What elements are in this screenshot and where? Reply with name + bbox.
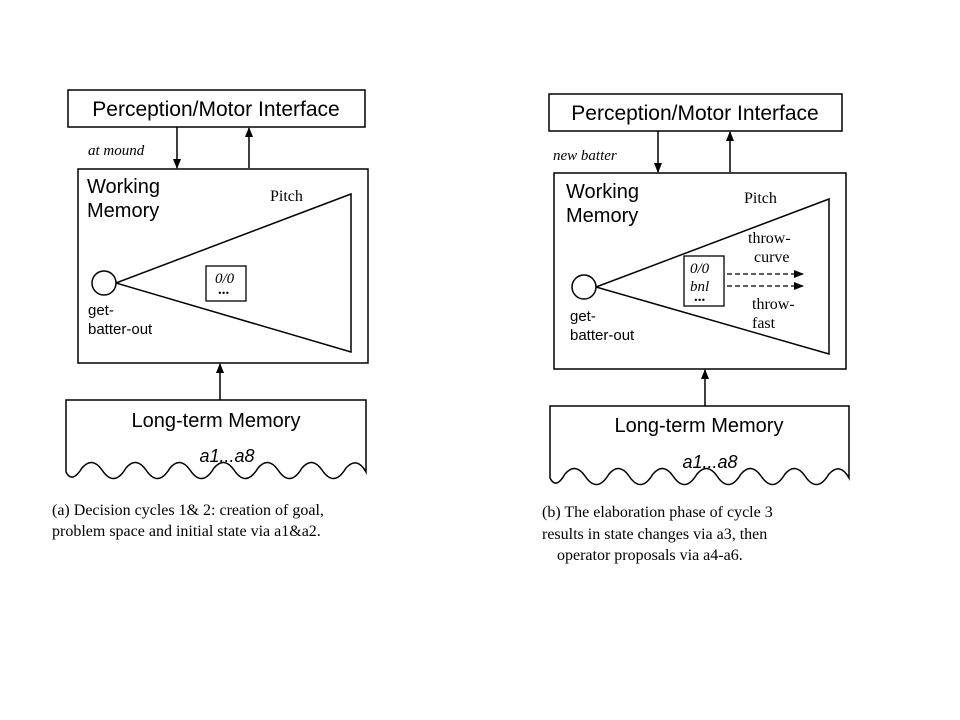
state-box-a: [205, 265, 247, 302]
input-label-b: new batter: [553, 148, 617, 164]
problem-space-triangle-b: [593, 197, 830, 355]
caption-line2-b: results in state changes via a3, then: [542, 526, 767, 543]
wm-label-line2-b: Memory: [566, 205, 638, 227]
operator-curve-line1: throw-: [748, 230, 791, 247]
wm-label-line1-a: Working: [87, 176, 160, 198]
goal-label-line2-a: batter-out: [88, 321, 153, 338]
ltm-label-a: Long-term Memory: [132, 410, 301, 432]
panel-b: Perception/Motor Interface new batter Wo…: [542, 93, 850, 564]
long-term-memory-shape-b: [549, 405, 850, 486]
goal-label-line1-b: get-: [570, 308, 596, 325]
ltm-label-b: Long-term Memory: [615, 415, 784, 437]
caption-line2-a: problem space and initial state via a1&a…: [52, 523, 321, 540]
wm-label-line2-a: Memory: [87, 200, 159, 222]
operator-fast-line1: throw-: [752, 296, 795, 313]
state-line1-b: 0/0: [690, 261, 710, 277]
state-line1-a: 0/0: [215, 271, 235, 287]
problem-space-triangle-a: [113, 192, 352, 354]
problem-space-label-a: Pitch: [270, 188, 303, 205]
interface-label-b: Perception/Motor Interface: [571, 102, 818, 125]
goal-circle-b: [571, 274, 597, 300]
caption-line1-a: (a) Decision cycles 1& 2: creation of go…: [52, 502, 324, 519]
state-line2-a: ...: [218, 282, 230, 298]
ltm-rules-b: a1...a8: [682, 452, 737, 472]
state-line3-b: ...: [694, 289, 706, 305]
ltm-rules-a: a1...a8: [199, 446, 254, 466]
long-term-memory-shape-a: [65, 399, 367, 480]
operator-curve-line2: curve: [754, 249, 790, 266]
interface-label-a: Perception/Motor Interface: [92, 98, 339, 121]
goal-circle-a: [91, 270, 117, 296]
interface-box-b: [548, 93, 843, 132]
wm-label-line1-b: Working: [566, 181, 639, 203]
problem-space-label-b: Pitch: [744, 190, 777, 207]
state-box-b: [683, 255, 725, 307]
caption-line3-b: operator proposals via a4-a6.: [557, 547, 743, 564]
goal-label-line2-b: batter-out: [570, 327, 635, 344]
caption-line1-b: (b) The elaboration phase of cycle 3: [542, 504, 773, 521]
panel-a: Perception/Motor Interface at mound Work…: [52, 89, 369, 540]
state-line2-b: bnl: [690, 279, 709, 295]
goal-label-line1-a: get-: [88, 302, 114, 319]
input-label-a: at mound: [88, 143, 145, 159]
interface-box-a: [67, 89, 366, 128]
operator-fast-line2: fast: [752, 315, 776, 332]
